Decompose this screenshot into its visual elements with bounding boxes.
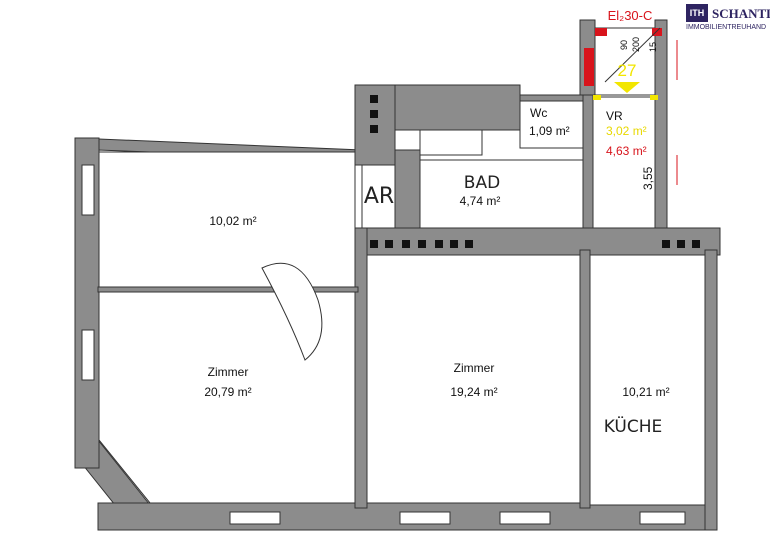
logo-mark: ITH	[686, 4, 708, 22]
stair-number: 27	[618, 61, 637, 80]
door-swing	[261, 262, 323, 361]
room-name: Wc	[530, 106, 547, 120]
window	[639, 511, 686, 525]
stair-marker	[595, 28, 607, 36]
chimney-flues	[370, 95, 700, 248]
vr-dimension: 3,55	[641, 166, 655, 190]
logo: ITH SCHANTL IMMOBILIENTREUHAND	[686, 4, 770, 32]
stair-dim: 200	[631, 37, 641, 52]
room-wc	[519, 100, 584, 149]
room-name: Zimmer	[454, 361, 495, 375]
room-area: 10,21 m²	[622, 385, 669, 399]
room-area: 4,74 m²	[460, 194, 501, 208]
window	[81, 329, 95, 381]
stair-dim: 15	[648, 42, 658, 52]
room-zimmer-2	[366, 254, 581, 504]
stair-line	[604, 27, 661, 83]
room-area: 1,09 m²	[529, 124, 570, 138]
room-top-left	[98, 151, 356, 288]
room-area: 10,02 m²	[209, 214, 256, 228]
logo-tagline: IMMOBILIENTREUHAND	[686, 24, 767, 31]
room-bad	[419, 159, 584, 229]
stair-label: El₂30-C	[608, 8, 653, 23]
stair-marker	[652, 28, 662, 36]
yellow-marker	[650, 95, 658, 100]
room-area-new: 4,63 m²	[606, 144, 647, 158]
logo-mark-text: ITH	[689, 8, 705, 18]
room-kueche	[589, 254, 706, 506]
room-name: AR	[364, 184, 394, 209]
window	[81, 164, 95, 216]
room-name: Zimmer	[208, 365, 249, 379]
room-area: 19,24 m²	[450, 385, 497, 399]
yellow-marker	[593, 95, 601, 100]
window	[229, 511, 281, 525]
room-area: 20,79 m²	[204, 385, 251, 399]
stair-dim: 90	[619, 40, 629, 50]
room-ar	[361, 164, 396, 229]
arrow-down-icon	[614, 82, 640, 93]
room-vr	[592, 96, 656, 229]
window	[399, 511, 451, 525]
room-area-old: 3,02 m²	[606, 124, 647, 138]
logo-name: SCHANTL	[712, 5, 770, 21]
room-name: VR	[606, 109, 623, 123]
window	[499, 511, 551, 525]
window	[419, 129, 483, 156]
stair-marker	[584, 48, 594, 86]
room-name: BAD	[464, 173, 500, 193]
room-name: KÜCHE	[604, 415, 663, 437]
